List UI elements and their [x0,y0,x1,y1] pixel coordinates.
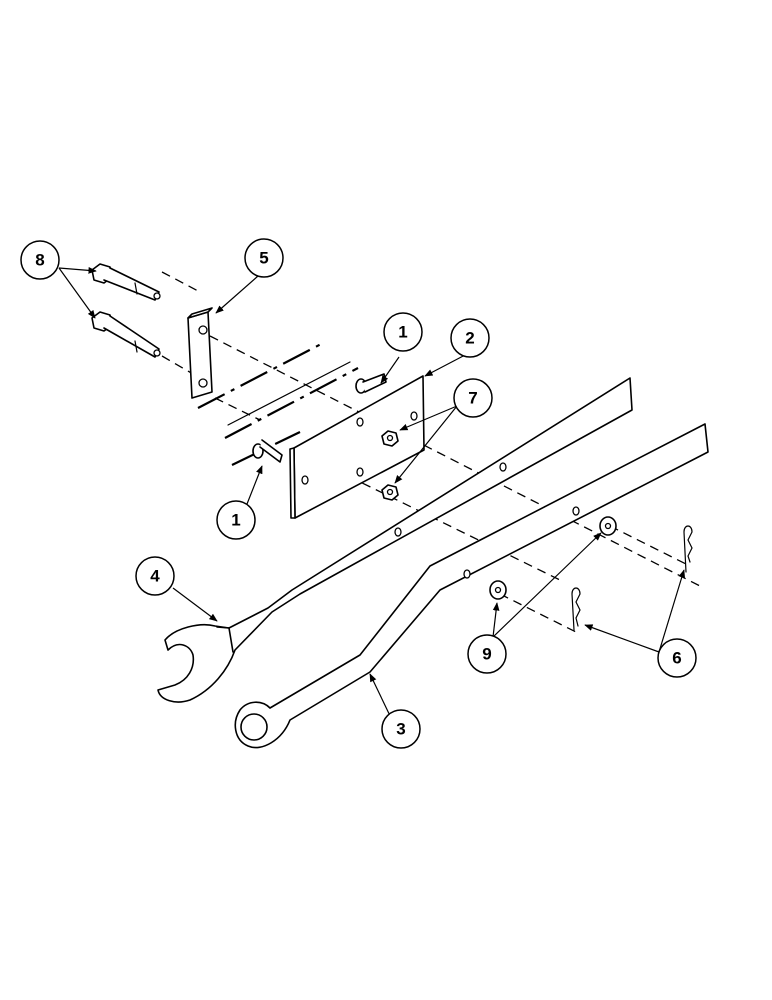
pin-lower [252,439,283,463]
washer-lower [489,580,507,600]
box-end-wrench [234,423,709,749]
callout-7: 7 [453,378,493,418]
hair-pin-clip-lower [571,587,581,631]
svg-text:8: 8 [35,251,44,270]
svg-text:3: 3 [396,720,405,739]
washer-upper [599,516,617,536]
bolt-upper [91,263,161,301]
nut-upper [381,430,399,447]
svg-text:5: 5 [259,249,268,268]
svg-text:2: 2 [465,329,474,348]
open-end-wrench [157,377,633,703]
callout-4: 4 [135,556,175,596]
svg-text:9: 9 [482,645,491,664]
svg-text:1: 1 [398,323,407,342]
callout-5: 5 [244,238,284,278]
pin-upper [355,373,387,394]
hair-pin-clip-upper [683,525,693,573]
assembly-centerlines [161,271,701,635]
callout-8: 8 [20,240,60,280]
callout-1-lower: 1 [216,500,256,540]
svg-text:4: 4 [150,567,160,586]
svg-text:7: 7 [468,389,477,408]
leader-lines [58,267,686,723]
callout-2: 2 [450,318,490,358]
svg-text:6: 6 [672,649,681,668]
svg-text:1: 1 [231,511,240,530]
callout-3: 3 [381,709,421,749]
callout-9: 9 [467,634,507,674]
bolt-lower [91,311,161,358]
nut-lower [381,484,399,501]
clamp-plate [187,307,213,399]
mounting-plate [289,375,425,519]
callout-1-upper: 1 [383,312,423,352]
callout-6: 6 [657,638,697,678]
